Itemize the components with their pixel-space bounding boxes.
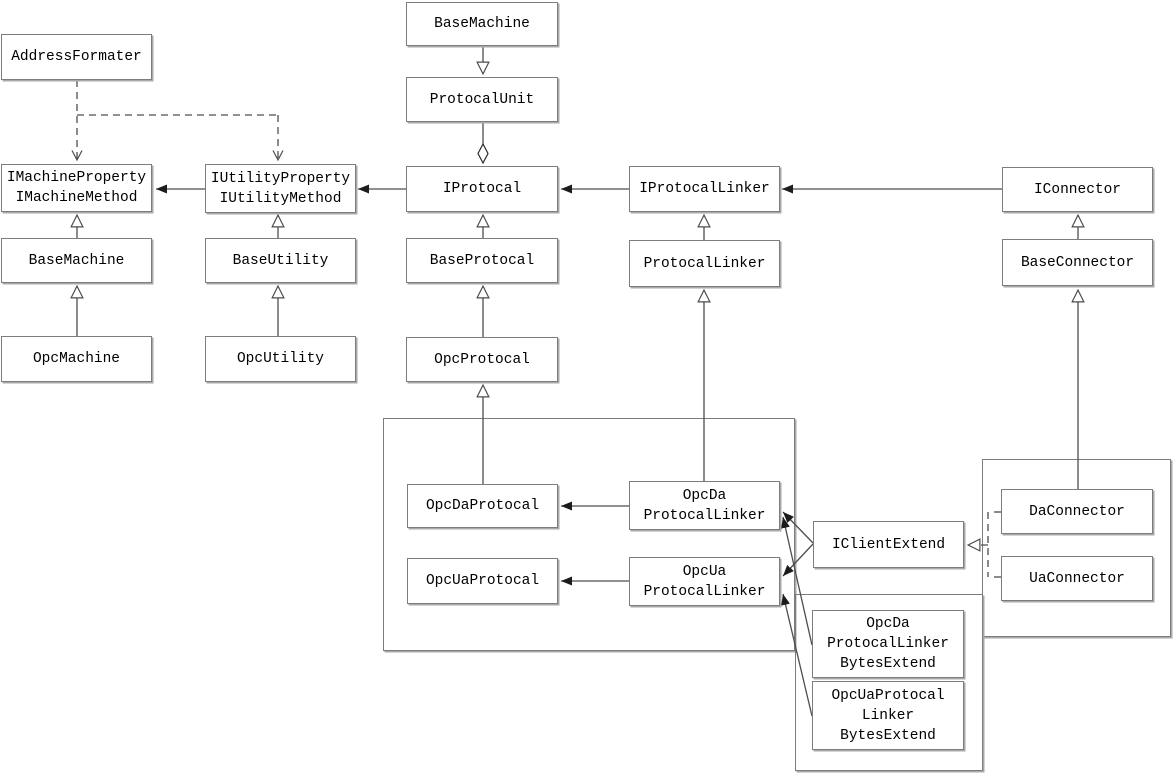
node-opc-ua-protocal: OpcUaProtocal bbox=[407, 558, 558, 604]
node-opc-machine: OpcMachine bbox=[1, 336, 152, 382]
node-base-utility: BaseUtility bbox=[205, 238, 356, 283]
node-opc-da-protocal-linker-bytes-extend: OpcDa ProtocalLinker BytesExtend bbox=[812, 610, 964, 678]
node-base-protocal: BaseProtocal bbox=[406, 238, 558, 283]
node-address-formater: AddressFormater bbox=[1, 34, 152, 80]
edge-assoc-opcuabytesextend-opcualinker bbox=[781, 593, 813, 717]
node-opc-da-protocal-linker: OpcDa ProtocalLinker bbox=[629, 481, 780, 530]
node-opc-utility: OpcUtility bbox=[205, 336, 356, 382]
node-iprotocal-linker: IProtocalLinker bbox=[629, 166, 780, 212]
node-base-machine-top: BaseMachine bbox=[406, 2, 558, 46]
node-iclient-extend: IClientExtend bbox=[813, 521, 964, 568]
node-opc-ua-protocal-linker: OpcUa ProtocalLinker bbox=[629, 557, 780, 606]
node-protocal-linker: ProtocalLinker bbox=[629, 240, 780, 287]
node-da-connector: DaConnector bbox=[1001, 489, 1153, 534]
node-ua-connector: UaConnector bbox=[1001, 556, 1153, 601]
group-opc-protocal-linker bbox=[383, 418, 795, 651]
group-connectors bbox=[982, 459, 1171, 637]
node-opc-da-protocal: OpcDaProtocal bbox=[407, 484, 558, 528]
node-iconnector: IConnector bbox=[1002, 167, 1153, 212]
node-protocal-unit: ProtocalUnit bbox=[406, 77, 558, 122]
node-base-connector: BaseConnector bbox=[1002, 239, 1153, 286]
node-opc-protocal: OpcProtocal bbox=[406, 337, 558, 382]
edge-assoc-opcdabytesextend-opcdalinker bbox=[781, 516, 813, 646]
group-bytes-extend bbox=[795, 594, 983, 771]
node-imachine-property-method: IMachineProperty IMachineMethod bbox=[1, 164, 152, 212]
node-opc-ua-protocal-linker-bytes-extend: OpcUaProtocal Linker BytesExtend bbox=[812, 681, 964, 750]
node-iutility-property-method: IUtilityProperty IUtilityMethod bbox=[205, 164, 356, 213]
node-base-machine: BaseMachine bbox=[1, 238, 152, 283]
edge-assoc-iclientextend-opcualinker bbox=[782, 543, 814, 577]
node-iprotocal: IProtocal bbox=[406, 166, 558, 212]
